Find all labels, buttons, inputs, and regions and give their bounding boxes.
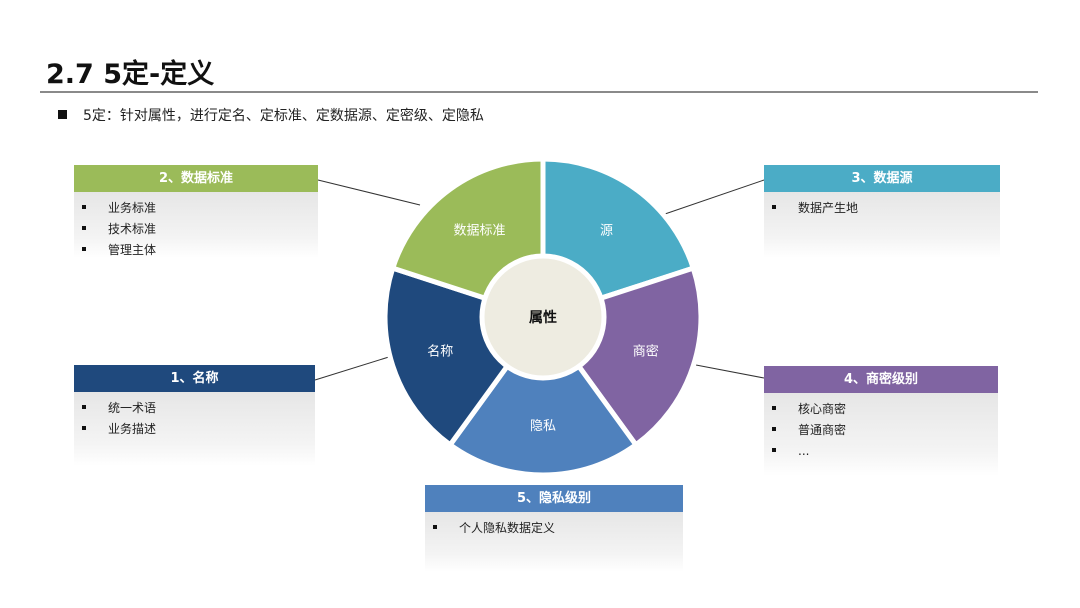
- pie-segment-label: 名称: [427, 343, 453, 359]
- list-item: 数据产生地: [772, 198, 1000, 219]
- list-item-text: 个人隐私数据定义: [459, 521, 556, 535]
- connector-line: [314, 355, 393, 381]
- list-item: 个人隐私数据定义: [433, 518, 683, 539]
- box-body: 核心商密普通商密...: [764, 393, 998, 476]
- bullet-icon: [772, 448, 776, 452]
- center-label: 属性: [529, 309, 557, 326]
- bullet-icon: [772, 427, 776, 431]
- list-item-text: 管理主体: [108, 243, 157, 257]
- bullet-icon: [82, 226, 86, 230]
- list-item: 管理主体: [82, 240, 318, 261]
- title-divider: [40, 91, 1038, 93]
- subtitle-text: 5定：针对属性，进行定名、定标准、定数据源、定密级、定隐私: [83, 108, 484, 124]
- box-data-standard: 2、数据标准业务标准技术标准管理主体: [74, 165, 318, 258]
- list-item-text: 核心商密: [798, 402, 847, 416]
- bullet-square-icon: [58, 110, 67, 119]
- bullet-icon: [82, 426, 86, 430]
- bullet-icon: [82, 405, 86, 409]
- list-item-text: 技术标准: [108, 222, 157, 236]
- bullet-icon: [433, 525, 437, 529]
- list-item-text: 数据产生地: [798, 201, 859, 215]
- box-header: 1、名称: [74, 365, 315, 392]
- box-secret-level: 4、商密级别核心商密普通商密...: [764, 366, 998, 476]
- bullet-icon: [82, 247, 86, 251]
- bullet-icon: [772, 406, 776, 410]
- box-name: 1、名称统一术语业务描述: [74, 365, 315, 466]
- box-body: 个人隐私数据定义: [425, 512, 683, 572]
- box-header: 4、商密级别: [764, 366, 998, 393]
- list-item-text: 业务标准: [108, 201, 157, 215]
- list-item: 统一术语: [82, 398, 315, 419]
- box-header: 2、数据标准: [74, 165, 318, 192]
- pie-segment-label: 隐私: [530, 419, 556, 434]
- list-item: 业务标准: [82, 198, 318, 219]
- box-body: 统一术语业务描述: [74, 392, 315, 466]
- subtitle-bullet: 5定：针对属性，进行定名、定标准、定数据源、定密级、定隐私: [58, 105, 484, 125]
- list-item: ...: [772, 441, 998, 462]
- list-item: 技术标准: [82, 219, 318, 240]
- page-title: 2.7 5定-定义: [46, 59, 215, 90]
- bullet-icon: [82, 205, 86, 209]
- bullet-icon: [772, 205, 776, 209]
- pie-segment: [446, 312, 640, 478]
- box-header: 3、数据源: [764, 165, 1000, 192]
- center-circle: [479, 253, 607, 381]
- pie-segment-label: 数据标准: [454, 224, 506, 239]
- list-item-text: 业务描述: [108, 422, 157, 436]
- box-body: 数据产生地: [764, 192, 1000, 258]
- box-privacy-level: 5、隐私级别个人隐私数据定义: [425, 485, 683, 572]
- pie-segment-label: 商密: [633, 343, 659, 359]
- list-item-text: 统一术语: [108, 401, 157, 415]
- pie-segment-label: 源: [600, 224, 613, 239]
- list-item: 普通商密: [772, 420, 998, 441]
- box-header: 5、隐私级别: [425, 485, 683, 512]
- connector-line: [317, 179, 421, 206]
- connector-line: [661, 179, 765, 216]
- box-data-source: 3、数据源数据产生地: [764, 165, 1000, 258]
- connector-line: [695, 364, 765, 379]
- list-item-text: ...: [798, 444, 810, 458]
- list-item: 业务描述: [82, 419, 315, 440]
- box-body: 业务标准技术标准管理主体: [74, 192, 318, 258]
- list-item: 核心商密: [772, 399, 998, 420]
- list-item-text: 普通商密: [798, 423, 847, 437]
